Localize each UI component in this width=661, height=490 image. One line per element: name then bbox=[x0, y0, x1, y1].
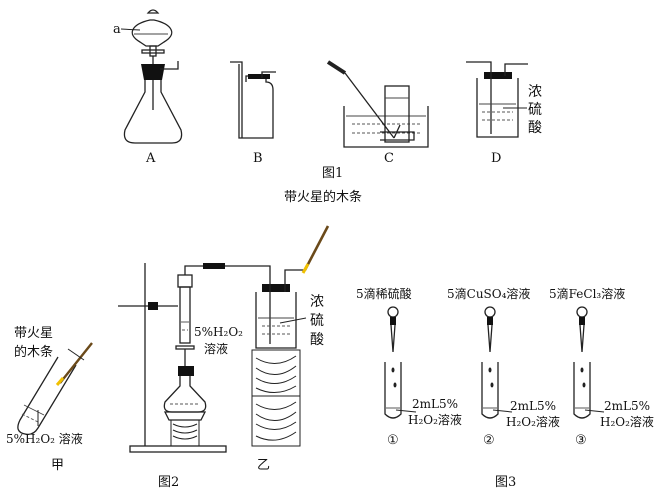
apparatus-d bbox=[466, 61, 528, 138]
apparatus-label-c: C bbox=[384, 151, 394, 166]
funnel-solution-line2: 溶液 bbox=[204, 341, 228, 356]
connecting-tube bbox=[184, 263, 305, 283]
jia-splint-line2: 的木条 bbox=[14, 344, 53, 360]
funnel-solution-line1: 5%H₂O₂ bbox=[194, 325, 243, 339]
d-reagent-char-3: 酸 bbox=[528, 120, 542, 136]
tube-3-number: ③ bbox=[575, 433, 587, 448]
tube-1 bbox=[384, 306, 417, 419]
yi-washing-bottle bbox=[251, 283, 307, 447]
tube-3-bottom-line1: 2mL5% bbox=[604, 399, 650, 413]
jia-solution-label: 5%H₂O₂ 溶液 bbox=[6, 431, 83, 446]
apparatus-c bbox=[326, 60, 429, 148]
jia-splint-line1: 带火星 bbox=[14, 326, 53, 341]
d-reagent-char-2: 硫 bbox=[528, 102, 542, 118]
figure1-caption: 图1 bbox=[322, 166, 343, 181]
apparatus-b bbox=[230, 61, 276, 139]
apparatus-label-d: D bbox=[491, 151, 501, 166]
tube-3-top-label: 5滴FeCl₃溶液 bbox=[549, 286, 625, 301]
apparatus-label-a: A bbox=[145, 151, 156, 166]
jia-label: 甲 bbox=[51, 458, 64, 473]
tube-2-number: ② bbox=[483, 433, 495, 448]
outlet-splint-label: 带火星的木条 bbox=[284, 189, 362, 205]
d-reagent-char-1: 浓 bbox=[528, 84, 542, 100]
tube-2 bbox=[481, 306, 513, 419]
tube-2-bottom-line2: H₂O₂溶液 bbox=[506, 414, 560, 429]
tube-2-top-label: 5滴CuSO₄溶液 bbox=[447, 286, 530, 301]
figure3-caption: 图3 bbox=[495, 475, 516, 490]
figure2-caption: 图2 bbox=[158, 475, 179, 490]
label-a: a bbox=[113, 22, 121, 37]
funnel-flask-assembly bbox=[163, 274, 207, 447]
tube-1-number: ① bbox=[387, 433, 399, 448]
yi-reagent-char-1: 浓 bbox=[310, 294, 324, 310]
apparatus-a bbox=[120, 9, 183, 144]
jia-test-tube bbox=[17, 342, 93, 436]
tube-1-bottom-line2: H₂O₂溶液 bbox=[408, 412, 462, 427]
tube-3-bottom-line2: H₂O₂溶液 bbox=[600, 414, 654, 429]
tube-3 bbox=[573, 306, 605, 419]
apparatus-label-b: B bbox=[253, 151, 263, 166]
tube-1-top-label: 5滴稀硫酸 bbox=[356, 286, 412, 301]
yi-reagent-char-3: 酸 bbox=[310, 332, 324, 348]
tube-1-bottom-line1: 2mL5% bbox=[412, 397, 458, 411]
yi-reagent-char-2: 硫 bbox=[310, 313, 324, 329]
iron-stand bbox=[118, 263, 227, 453]
yi-label: 乙 bbox=[257, 458, 270, 473]
tube-2-bottom-line1: 2mL5% bbox=[510, 399, 556, 413]
outlet-splint bbox=[301, 225, 330, 274]
